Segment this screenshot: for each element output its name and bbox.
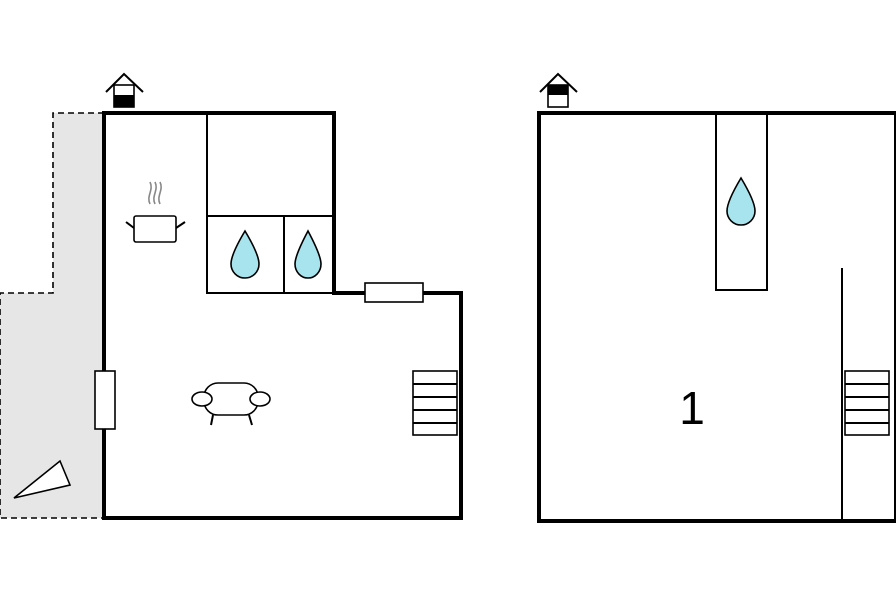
house-entrance-icon — [539, 72, 578, 108]
ground-floor-plan — [0, 72, 463, 520]
water-drop-icon — [726, 176, 756, 226]
upper-floor-plan: 1 — [537, 72, 896, 523]
outer-walls — [102, 111, 463, 520]
water-drop-icon — [230, 229, 260, 279]
cooking-pot-icon — [125, 181, 186, 243]
stairs-icon — [844, 370, 890, 436]
room-label: 1 — [679, 382, 705, 434]
window-icon — [364, 282, 424, 303]
triangle-marker-icon — [13, 459, 72, 499]
water-drop-icon — [294, 229, 322, 279]
bathroom-shaft — [715, 112, 768, 291]
bathroom-block — [206, 113, 334, 294]
terrace-area — [0, 112, 105, 519]
window-icon — [94, 370, 116, 430]
stairs-icon — [412, 370, 458, 436]
house-entrance-icon — [105, 72, 144, 108]
sofa-icon — [191, 382, 271, 426]
